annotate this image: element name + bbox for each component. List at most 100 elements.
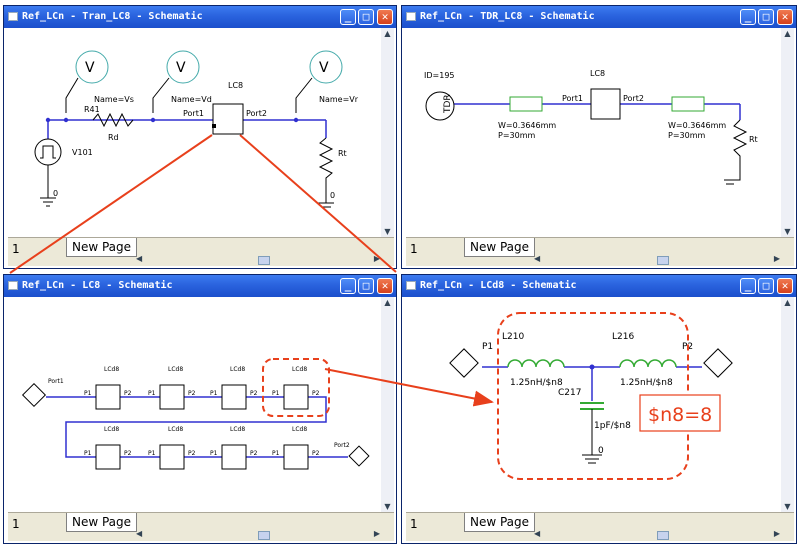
lcd8-cell-block[interactable] <box>95 384 121 410</box>
title-bar[interactable]: Ref_LCn - LCd8 - Schematic _ □ ✕ <box>402 275 796 297</box>
label-port2: Port2 <box>334 442 350 449</box>
pin-label-p1: P1 <box>84 390 92 397</box>
pin-label-p2: P2 <box>188 390 196 397</box>
cell-label: LCd8 <box>168 426 183 433</box>
label-p1: P=30mm <box>498 131 536 140</box>
page-tab[interactable]: New Page <box>66 513 138 532</box>
close-button[interactable]: ✕ <box>377 9 393 25</box>
label-port2: Port2 <box>246 109 267 118</box>
title-bar[interactable]: Ref_LCn - LC8 - Schematic _ □ ✕ <box>4 275 396 297</box>
minimize-button[interactable]: _ <box>740 9 756 25</box>
page-tab[interactable]: New Page <box>464 238 536 257</box>
lcd8-cell-block[interactable] <box>159 384 185 410</box>
horizontal-scrollbar[interactable]: ◀▶ <box>534 529 780 540</box>
minimize-button[interactable]: _ <box>340 278 356 294</box>
pin-label-p2: P2 <box>250 450 258 457</box>
close-button[interactable]: ✕ <box>777 278 793 294</box>
label-w1: W=0.3646mm <box>498 121 556 130</box>
label-port1: Port1 <box>562 94 583 103</box>
page-bar: 1 New Page ◀▶ <box>406 237 794 266</box>
pin-label-p1: P1 <box>210 390 218 397</box>
close-button[interactable]: ✕ <box>777 9 793 25</box>
label-port2: Port2 <box>623 94 644 103</box>
page-bar: 1 New Page ◀▶ <box>406 512 794 541</box>
lcd8-cell-block[interactable] <box>95 444 121 470</box>
horizontal-scrollbar[interactable]: ◀▶ <box>534 254 780 265</box>
cell-label: LCd8 <box>292 426 307 433</box>
cell-label: LCd8 <box>104 366 119 373</box>
title-bar[interactable]: Ref_LCn - TDR_LC8 - Schematic _ □ ✕ <box>402 6 796 28</box>
vertical-scrollbar[interactable]: ▲ ▼ <box>781 297 794 513</box>
page-tab[interactable]: New Page <box>464 513 536 532</box>
close-button[interactable]: ✕ <box>377 278 393 294</box>
label-lc8: LC8 <box>228 81 243 90</box>
label-c217: C217 <box>558 388 581 398</box>
label-l210-value: 1.25nH/$n8 <box>510 378 563 388</box>
vertical-scrollbar[interactable]: ▲ ▼ <box>381 297 394 513</box>
page-tab[interactable]: New Page <box>66 238 138 257</box>
cell-label: LCd8 <box>168 366 183 373</box>
label-vr: Name=Vr <box>319 95 359 104</box>
lcd8-cell-block[interactable] <box>283 444 309 470</box>
window-tdr-lc8: Ref_LCn - TDR_LC8 - Schematic _ □ ✕ <box>401 5 797 269</box>
cell-label: LCd8 <box>104 426 119 433</box>
page-number: 1 <box>410 517 418 531</box>
label-r41: R41 <box>84 105 100 114</box>
lcd8-cell-block[interactable] <box>221 444 247 470</box>
schematic-canvas[interactable]: TDR ID=195 LC8 Port1 Port2 W=0.3646mm P=… <box>406 28 780 238</box>
schematic-lcd8: P1 P2 L210 L216 1.25nH/$n8 1.25nH/$n8 C2… <box>449 312 733 480</box>
title-bar[interactable]: Ref_LCn - Tran_LC8 - Schematic _ □ ✕ <box>4 6 396 28</box>
label-v101: V101 <box>72 148 93 157</box>
vertical-scrollbar[interactable]: ▲ ▼ <box>381 28 394 238</box>
window-title: Ref_LCn - TDR_LC8 - Schematic <box>420 11 595 22</box>
label-w2: W=0.3646mm <box>668 121 726 130</box>
pin-label-p2: P2 <box>124 450 132 457</box>
label-rt: Rt <box>749 135 758 144</box>
page-number: 1 <box>12 242 20 256</box>
window-title: Ref_LCn - LC8 - Schematic <box>22 280 173 291</box>
maximize-button[interactable]: □ <box>758 9 774 25</box>
label-port1: Port1 <box>183 109 204 118</box>
pin-label-p1: P1 <box>84 450 92 457</box>
minimize-button[interactable]: _ <box>740 278 756 294</box>
window-title: Ref_LCn - Tran_LC8 - Schematic <box>22 11 203 22</box>
page-number: 1 <box>410 242 418 256</box>
pin-label-p2: P2 <box>250 390 258 397</box>
vertical-scrollbar[interactable]: ▲ ▼ <box>781 28 794 238</box>
window-title: Ref_LCn - LCd8 - Schematic <box>420 280 577 291</box>
lcd8-cell-block[interactable] <box>159 444 185 470</box>
lcd8-cell-block[interactable] <box>283 384 309 410</box>
label-l210: L210 <box>502 332 524 342</box>
probe-vs-symbol: V <box>85 60 95 76</box>
schematic-tran: V V V Name=Vs Name=Vd Name=Vr R41 Rd LC8… <box>34 50 359 208</box>
pin-label-p1: P1 <box>272 390 280 397</box>
maximize-button[interactable]: □ <box>758 278 774 294</box>
label-gnd: 0 <box>598 446 604 456</box>
pin-label-p2: P2 <box>124 390 132 397</box>
label-l216-value: 1.25nH/$n8 <box>620 378 673 388</box>
maximize-button[interactable]: □ <box>358 9 374 25</box>
tdr-symbol: TDR <box>443 94 453 114</box>
horizontal-scrollbar[interactable]: ◀▶ <box>136 254 380 265</box>
probe-vr-symbol: V <box>319 60 329 76</box>
label-rd: Rd <box>108 133 119 142</box>
schematic-canvas[interactable]: V V V Name=Vs Name=Vd Name=Vr R41 Rd LC8… <box>8 28 380 238</box>
minimize-button[interactable]: _ <box>340 9 356 25</box>
pin-label-p2: P2 <box>188 450 196 457</box>
pin-label-p2: P2 <box>312 450 320 457</box>
maximize-button[interactable]: □ <box>358 278 374 294</box>
pin-label-p2: P2 <box>312 390 320 397</box>
app-icon <box>406 12 416 21</box>
schematic-canvas[interactable]: P1 P2 L210 L216 1.25nH/$n8 1.25nH/$n8 C2… <box>406 297 780 513</box>
page-number: 1 <box>12 517 20 531</box>
lcd8-cell-block[interactable] <box>221 384 247 410</box>
horizontal-scrollbar[interactable]: ◀▶ <box>136 529 380 540</box>
label-vd: Name=Vd <box>171 95 212 104</box>
page-bar: 1 New Page ◀▶ <box>8 237 394 266</box>
label-l216: L216 <box>612 332 634 342</box>
label-gnd1: 0 <box>53 189 58 198</box>
schematic-tdr: TDR ID=195 LC8 Port1 Port2 W=0.3646mm P=… <box>424 69 758 185</box>
